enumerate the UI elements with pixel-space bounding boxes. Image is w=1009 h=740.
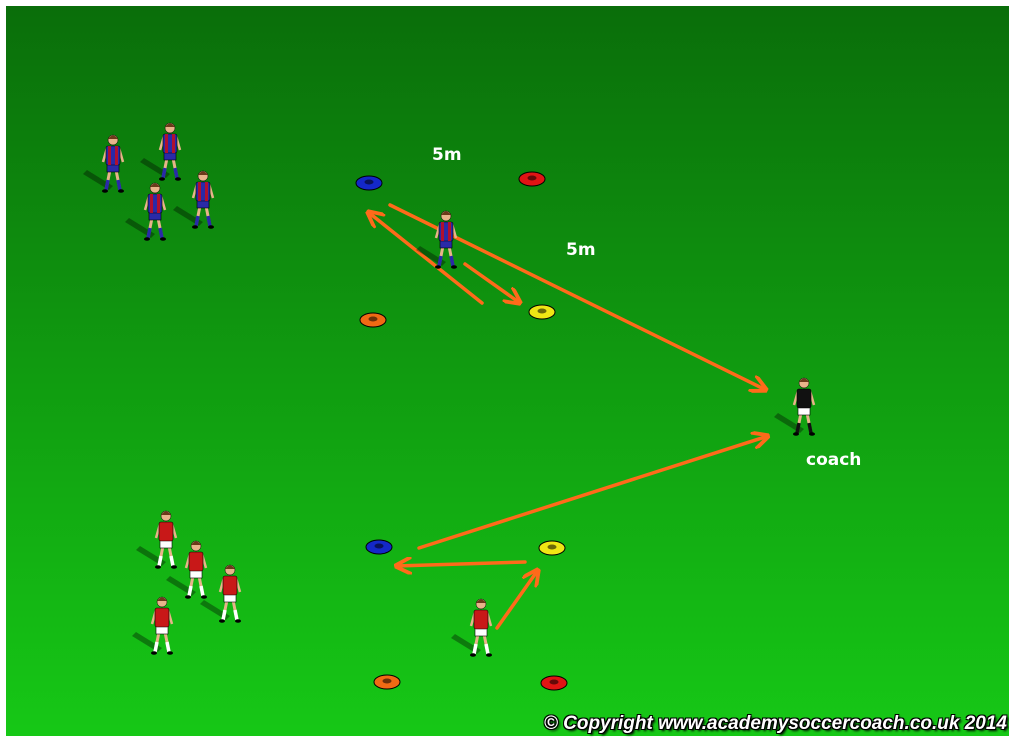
copyright-notice: © Copyright www.academysoccercoach.co.uk… [544,713,1007,735]
cone-blue [366,540,392,554]
cone-red [519,172,545,186]
cone-yellow [529,305,555,319]
cone-orange [374,675,400,689]
distance-label-top: 5m [432,145,462,165]
cone-yellow [539,541,565,555]
cone-orange [360,313,386,327]
distance-label-diagonal: 5m [566,240,596,260]
cone-red [541,676,567,690]
cone-blue [356,176,382,190]
coach-label: coach [806,450,861,470]
